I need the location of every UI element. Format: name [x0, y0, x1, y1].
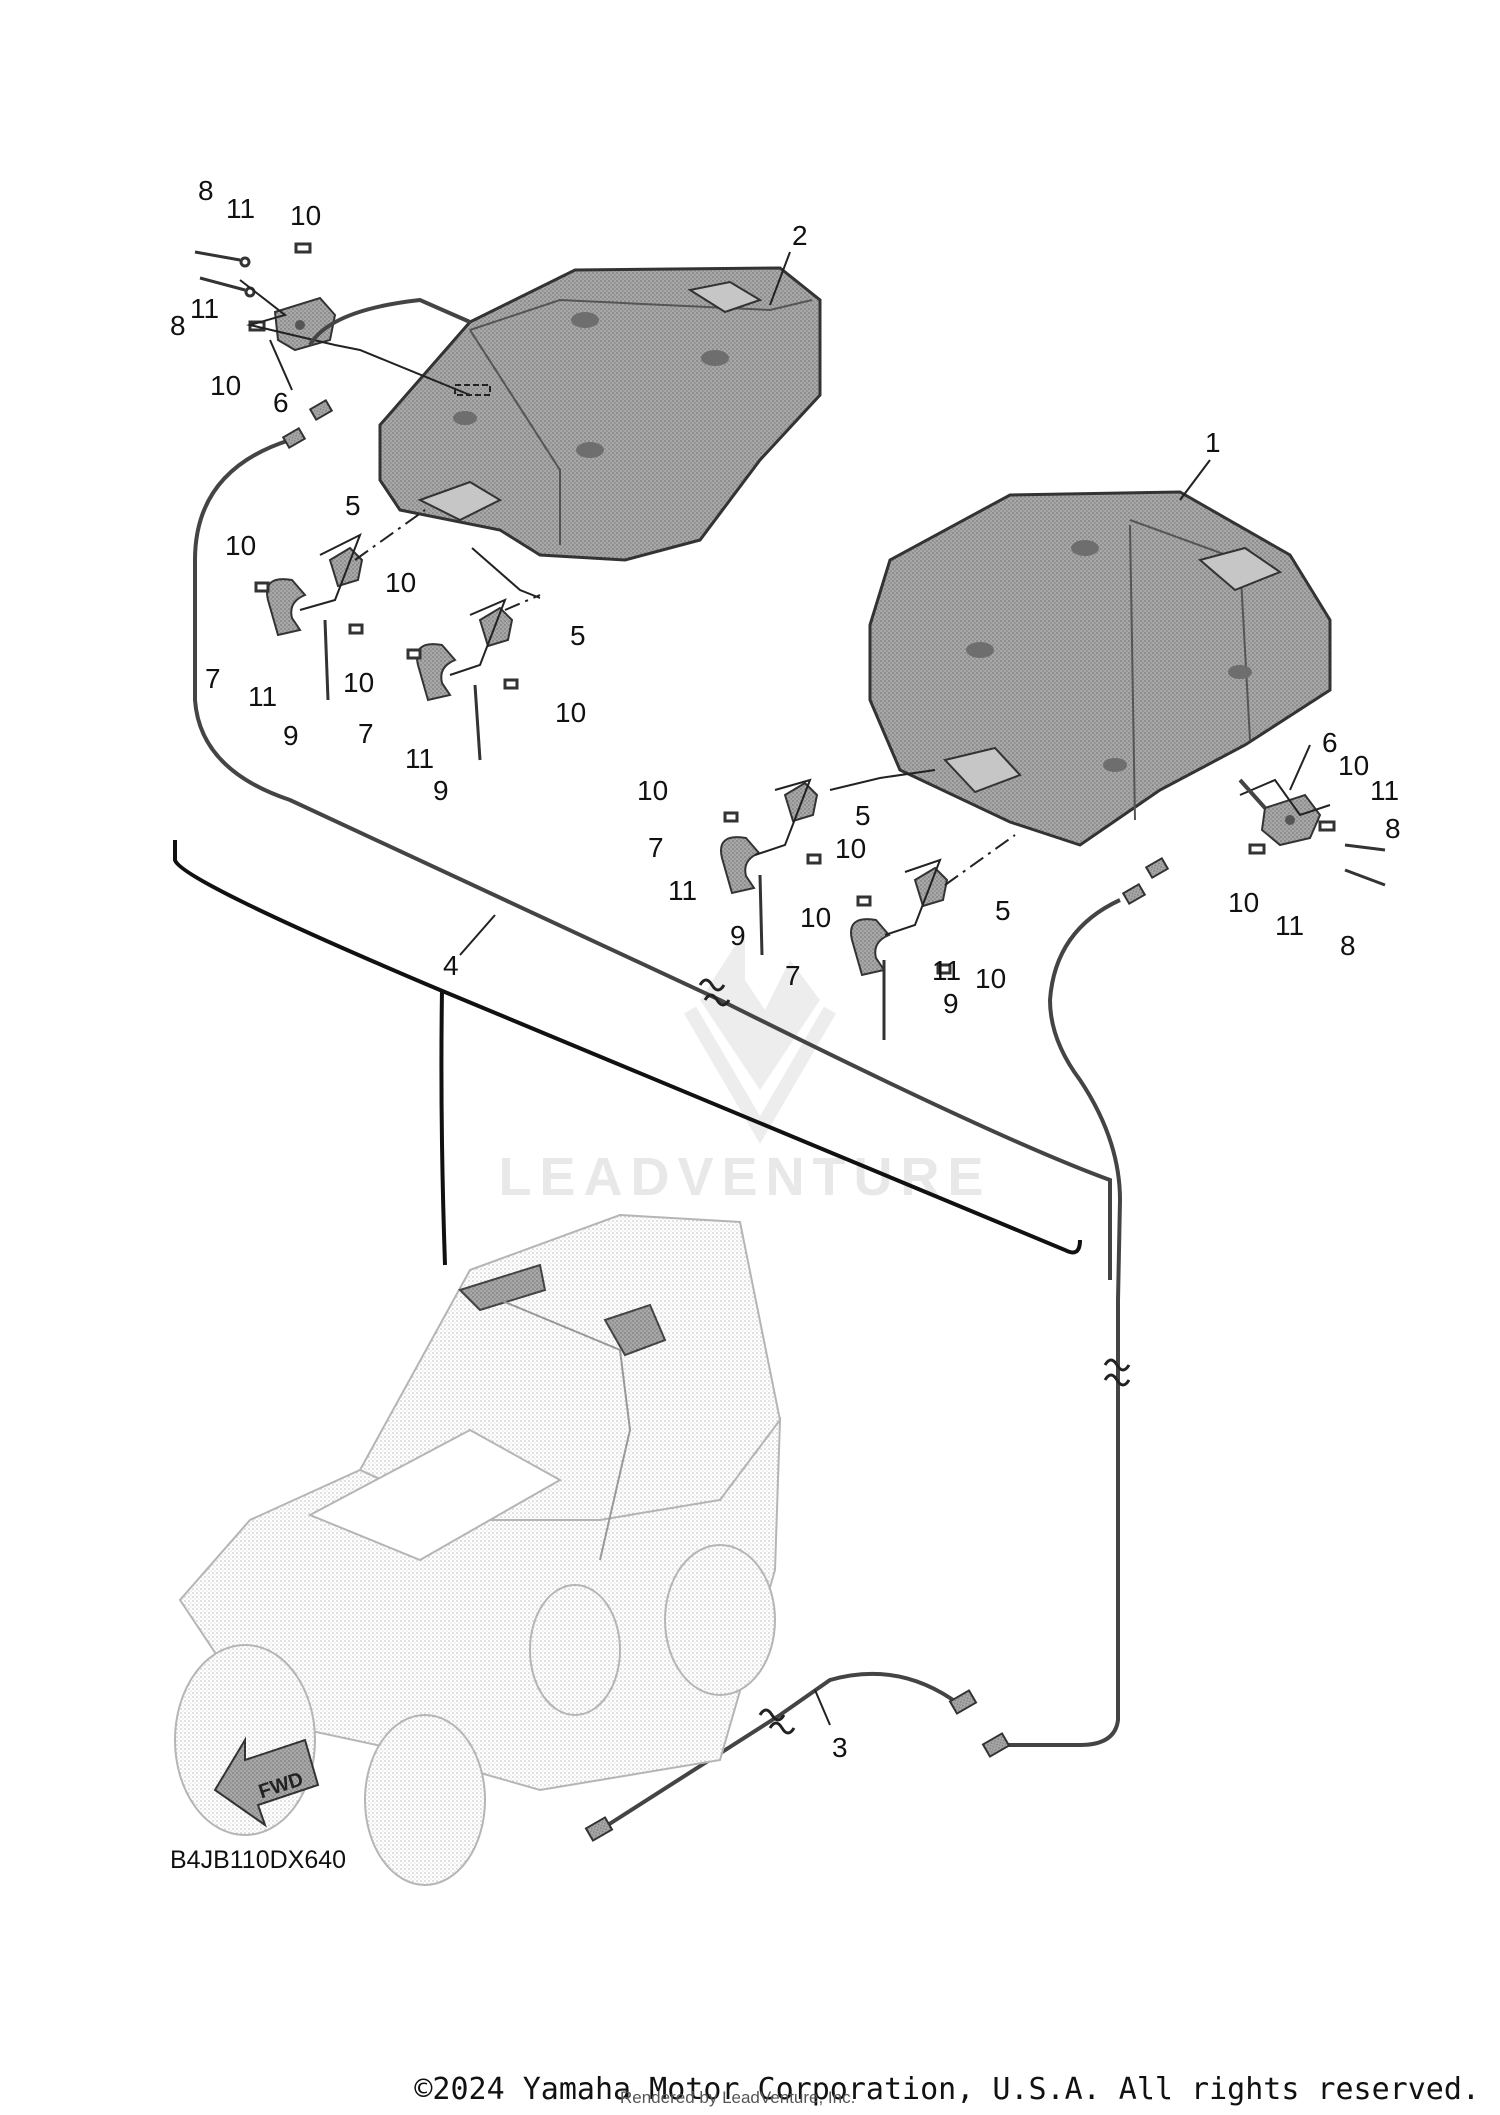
callout-10k: 10: [1338, 750, 1369, 781]
watermark-text: LEADVENTURE: [498, 1147, 991, 1207]
cable-break-marks: [698, 978, 1131, 1735]
rendered-by-credit: Rendered by LeadVenture, Inc.: [620, 2088, 856, 2107]
guide-lines: [239, 279, 1331, 936]
callout-6a: 6: [273, 387, 289, 418]
callout-9c: 9: [730, 920, 746, 951]
part-6-bracket-right: [1260, 793, 1322, 847]
callout-9b: 9: [433, 775, 449, 806]
callout-11a: 11: [226, 193, 255, 224]
callout-7c: 7: [648, 832, 664, 863]
callout-5b: 5: [570, 620, 586, 651]
fasteners: [194, 242, 1386, 1040]
part-6-bracket-left: [273, 296, 337, 352]
callout-4: 4: [443, 950, 459, 981]
callout-10f: 10: [555, 697, 586, 728]
callout-10g: 10: [637, 775, 668, 806]
callout-10e: 10: [385, 567, 416, 598]
part-7-clamp-a: [266, 578, 307, 637]
callout-5c: 5: [855, 800, 871, 831]
callout-8c: 8: [1385, 813, 1401, 844]
callout-10l: 10: [1228, 887, 1259, 918]
part-5-bracket-a: [328, 546, 364, 588]
callout-6b: 6: [1322, 727, 1338, 758]
part-7-clamp-d: [850, 918, 891, 977]
callout-3: 3: [832, 1732, 848, 1763]
callout-10b: 10: [210, 370, 241, 401]
part-7-clamp-c: [720, 836, 761, 895]
callout-leaders: [269, 251, 1311, 1726]
callout-5d: 5: [995, 895, 1011, 926]
callout-10i: 10: [800, 902, 831, 933]
callout-9a: 9: [283, 720, 299, 751]
copyright-notice: ©2024 Yamaha Motor Corporation, U.S.A. A…: [414, 2072, 1480, 2107]
callout-7b: 7: [358, 718, 374, 749]
cables: [193, 297, 1267, 1832]
callout-8d: 8: [1340, 930, 1356, 961]
callout-9d: 9: [943, 988, 959, 1019]
callout-8b: 8: [170, 310, 186, 341]
callout-11g: 11: [1370, 775, 1399, 806]
part-2-speaker-box: [378, 266, 822, 562]
callout-11e: 11: [668, 875, 697, 906]
vehicle-illustration: [174, 1213, 782, 1886]
callout-7d: 7: [785, 960, 801, 991]
callout-7a: 7: [205, 663, 221, 694]
part-7-clamp-b: [416, 643, 457, 702]
part-4-group-brace: [173, 840, 1082, 1266]
callout-11b: 11: [190, 293, 219, 324]
part-5-bracket-b: [478, 606, 514, 648]
callout-10h: 10: [835, 833, 866, 864]
callout-11f: 11: [932, 955, 961, 986]
callout-10j: 10: [975, 963, 1006, 994]
forward-arrow-icon: [213, 1736, 320, 1828]
callout-8a: 8: [198, 175, 214, 206]
callout-11c: 11: [248, 681, 277, 712]
callout-2: 2: [792, 220, 808, 251]
part-5-bracket-d: [913, 866, 949, 908]
part-1-speaker-box: [868, 490, 1332, 847]
watermark-logo: [683, 930, 837, 1144]
cable-connectors: [281, 398, 1170, 1842]
callout-10a: 10: [290, 200, 321, 231]
callout-10d: 10: [343, 667, 374, 698]
callout-10c: 10: [225, 530, 256, 561]
callout-5a: 5: [345, 490, 361, 521]
diagram-code: B4JB110DX640: [170, 1846, 346, 1874]
callout-1: 1: [1205, 427, 1221, 458]
callout-11h: 11: [1275, 910, 1304, 941]
callout-11d: 11: [405, 743, 434, 774]
